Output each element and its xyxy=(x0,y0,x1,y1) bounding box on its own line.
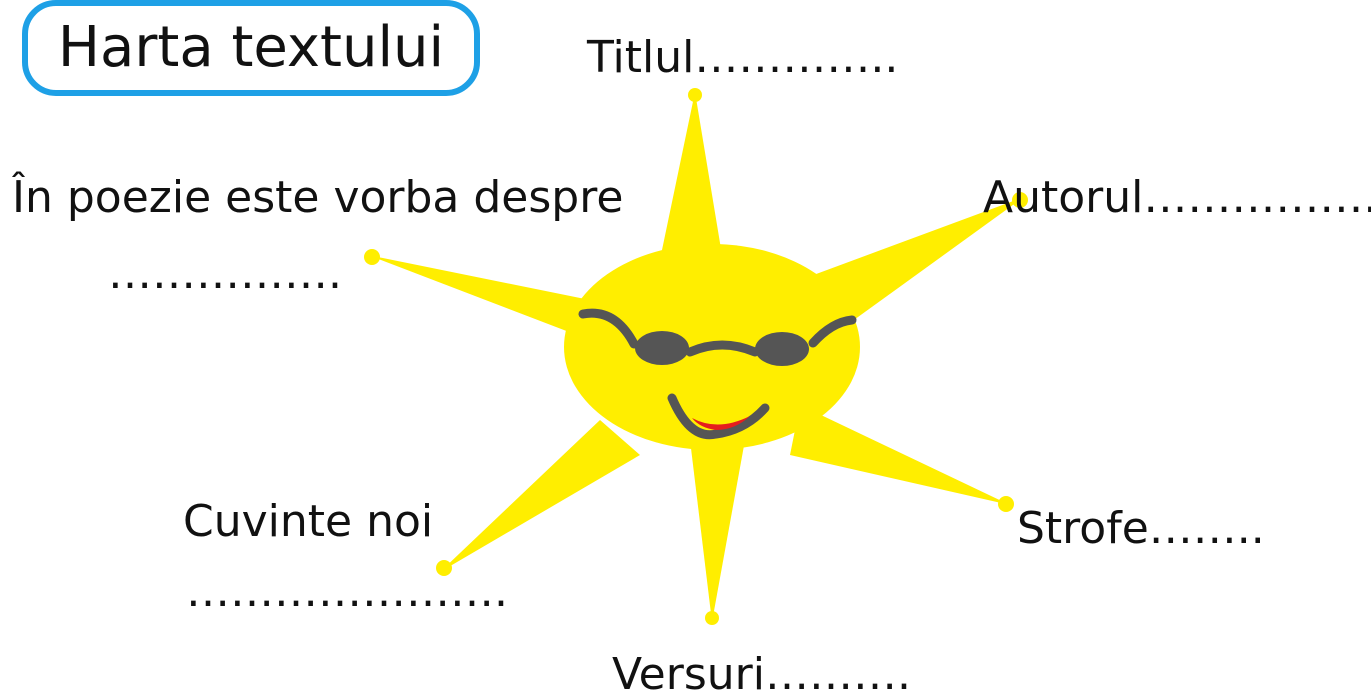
smile xyxy=(667,393,770,440)
sun-ray-bottom-left xyxy=(440,420,640,572)
label-poezie-line1: În poezie este vorba despre xyxy=(12,172,624,223)
label-cuvinte-line2: …………………. xyxy=(186,566,508,617)
sunglasses xyxy=(578,308,857,366)
label-poezie-line2: ……………. xyxy=(108,248,342,299)
title-box: Harta textului xyxy=(22,0,480,96)
sun-ray-top xyxy=(662,92,722,255)
label-autor: Autorul…………….. xyxy=(983,172,1371,223)
sun-ray-top-right xyxy=(800,197,1024,330)
sun-ray-bottom-right xyxy=(790,405,1010,505)
sun-ray-left xyxy=(368,255,590,340)
label-versuri: Versuri………. xyxy=(612,649,911,700)
label-titlu: Titlul………….. xyxy=(587,32,899,83)
label-cuvinte-line1: Cuvinte noi xyxy=(183,496,434,547)
label-strofe: Strofe…….. xyxy=(1017,503,1265,554)
sun-rays xyxy=(364,88,1028,625)
page-title: Harta textului xyxy=(57,15,445,80)
sun-ray-bottom xyxy=(690,440,745,622)
